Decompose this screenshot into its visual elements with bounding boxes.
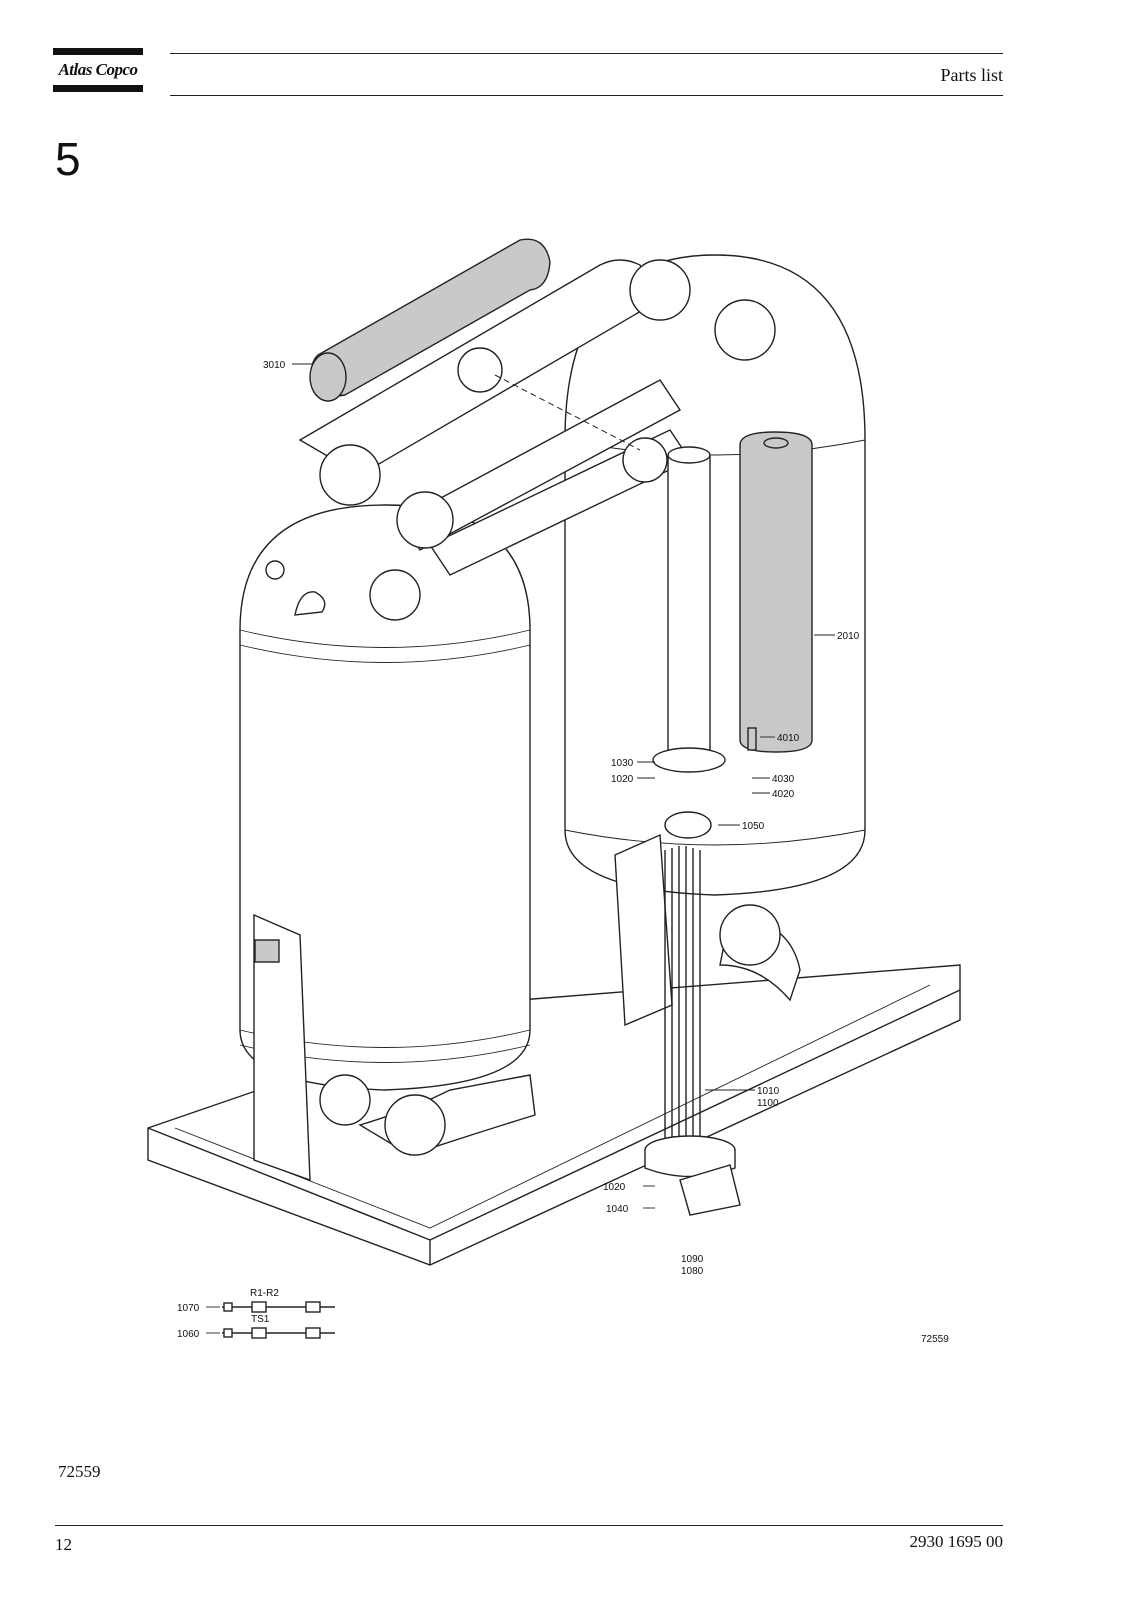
- callout-4020: 4020: [772, 789, 795, 800]
- upper-piping: [298, 259, 776, 621]
- callout-1020-upper: 1020: [611, 774, 634, 785]
- rear-vessel: [564, 254, 866, 896]
- cable-set-1070: [222, 1301, 335, 1313]
- footer-rule: [55, 1525, 1003, 1526]
- section-title: Parts list: [940, 65, 1003, 85]
- gasket-1050: [664, 811, 712, 839]
- callout-1090: 1090: [681, 1254, 704, 1265]
- cable-set-1060: [222, 1327, 335, 1339]
- callout-3010: 3010: [263, 360, 286, 371]
- document-number: 2930 1695 00: [909, 1532, 1004, 1551]
- callout-1030: 1030: [611, 758, 634, 769]
- header-bottom-rule: [170, 95, 1003, 96]
- column: [652, 446, 726, 773]
- header-top-rule: [170, 53, 1003, 54]
- atlas-copco-logo: Atlas Copco: [53, 48, 143, 92]
- logo-text: Atlas Copco: [58, 60, 138, 79]
- callout-1010: 1010: [757, 1086, 780, 1097]
- logo-bottom-bar: [53, 85, 143, 92]
- leader-lines: [206, 363, 835, 1334]
- nameplate: [254, 939, 280, 963]
- callout-4010: 4010: [777, 733, 800, 744]
- callout-2010: 2010: [837, 631, 860, 642]
- front-leg: [253, 913, 311, 1182]
- callout-1070: 1070: [177, 1303, 200, 1314]
- chapter-number: 5: [55, 133, 81, 185]
- callout-1080: 1080: [681, 1266, 704, 1277]
- lower-assemblies: [319, 833, 801, 1156]
- heater-cover-2010: [739, 431, 813, 753]
- callout-1100: 1100: [757, 1098, 779, 1109]
- callout-1050: 1050: [742, 821, 765, 832]
- callout-r1-r2: R1-R2: [250, 1288, 279, 1299]
- callout-ts1: TS1: [251, 1314, 270, 1325]
- page-number: 12: [55, 1535, 72, 1554]
- silencer-3010: [309, 238, 551, 402]
- heater-element-1010: [644, 846, 741, 1216]
- logo-top-bar: [53, 48, 143, 55]
- figure-label: 72559: [58, 1462, 101, 1481]
- callout-1060: 1060: [177, 1329, 200, 1340]
- drawing-number: 72559: [921, 1334, 949, 1345]
- callout-1020-lower: 1020: [603, 1182, 626, 1193]
- callout-1040: 1040: [606, 1204, 629, 1215]
- callout-4030: 4030: [772, 774, 795, 785]
